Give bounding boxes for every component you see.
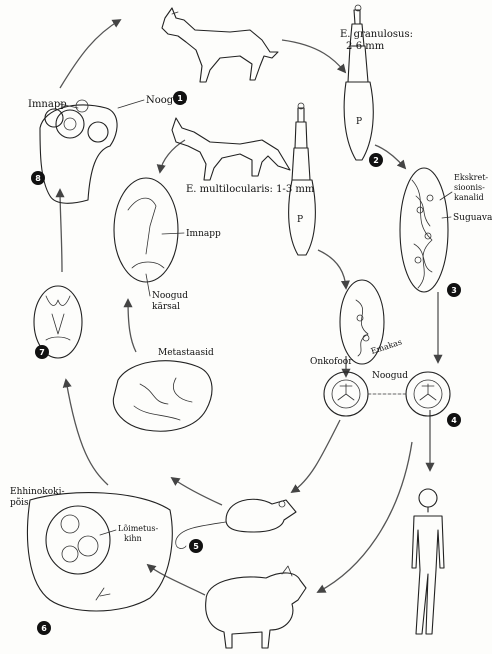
leader-noogud-top [118, 100, 144, 108]
egg-right [406, 372, 450, 416]
label-ehhinokokk-2: põis [10, 497, 29, 508]
arrow-fox-worm-to-proglottid [318, 250, 346, 288]
arrow-dog-top [60, 20, 120, 88]
svg-text:4: 4 [451, 416, 457, 425]
step-badge-4: 4 [447, 413, 461, 427]
label-ehhinokokk-1: Ehhinokoki- [10, 487, 65, 497]
arrow-dog-to-worm [282, 40, 345, 72]
label-ekskret-3: kanalid [454, 193, 484, 202]
svg-text:7: 7 [39, 348, 45, 357]
step-badge-6: 6 [37, 621, 51, 635]
hydatid-cyst [27, 493, 172, 611]
proglottid-large [400, 168, 448, 292]
svg-text:1: 1 [177, 94, 183, 103]
label-multilocularis: E. multilocularis: 1-3 mm [186, 184, 315, 195]
egg-left [324, 372, 368, 416]
label-emakas: Emakas [370, 337, 403, 355]
step-badge-2: 2 [369, 153, 383, 167]
label-onkosfaar: Onkofoor [310, 357, 353, 367]
fox-illustration [172, 118, 290, 180]
step-badge-8: 8 [31, 171, 45, 185]
svg-text:3: 3 [451, 286, 457, 295]
label-noogud-mid-2: kärsal [152, 302, 180, 312]
leader-imnapp-mid [162, 233, 184, 234]
label-ekskret-1: Ekskret- [454, 173, 488, 182]
label-noogud-mid-1: Noogud [152, 291, 188, 301]
worm-pore-label: P [356, 117, 362, 127]
protoscolex-center [114, 178, 178, 282]
sheep-illustration [206, 566, 306, 648]
dog-illustration [162, 8, 278, 82]
label-loimetus-1: Lõimetus- [118, 524, 158, 533]
arrow-fox-to-protoscolex [160, 140, 185, 172]
leader-ekskret [440, 192, 452, 200]
label-granulosus-title: E. granulosus: [340, 29, 413, 40]
step-badge-3: 3 [447, 283, 461, 297]
label-ekskret-2: sioonis- [454, 183, 485, 192]
label-suguava: Suguava [453, 213, 492, 223]
svg-text:8: 8 [35, 174, 41, 183]
multilocularis-worm: P [289, 103, 316, 255]
leader-noogud-mid [146, 274, 150, 296]
label-imnapp-mid: Imnapp [186, 229, 221, 239]
label-loimetus-2: kihn [124, 534, 142, 543]
arrow-cyst-to-scolex [66, 380, 108, 485]
leader-suguava [442, 217, 451, 218]
label-metastaasid: Metastaasid [158, 348, 214, 358]
step-badge-5: 5 [189, 539, 203, 553]
arrow-egg-to-sheep [318, 442, 412, 592]
label-noogud-egg: Noogud [372, 371, 408, 381]
leader-loimetus [100, 530, 116, 535]
arrow-mouse-to-liver [172, 478, 222, 505]
svg-text:2: 2 [373, 156, 379, 165]
step-badge-7: 7 [35, 345, 49, 359]
human-illustration [412, 489, 444, 634]
label-granulosus-size: 2-6 mm [346, 41, 385, 52]
svg-text:5: 5 [193, 542, 199, 551]
cycle-arrows [60, 20, 438, 595]
svg-text:6: 6 [41, 624, 47, 633]
liver-metastases [113, 361, 212, 431]
scolex-top-left [40, 100, 117, 203]
arrow-egg-to-mouse [292, 420, 340, 492]
step-badge-1: 1 [173, 91, 187, 105]
worm2-pore-label: P [297, 215, 303, 225]
arrow-liver-to-protoscolex [128, 300, 136, 352]
